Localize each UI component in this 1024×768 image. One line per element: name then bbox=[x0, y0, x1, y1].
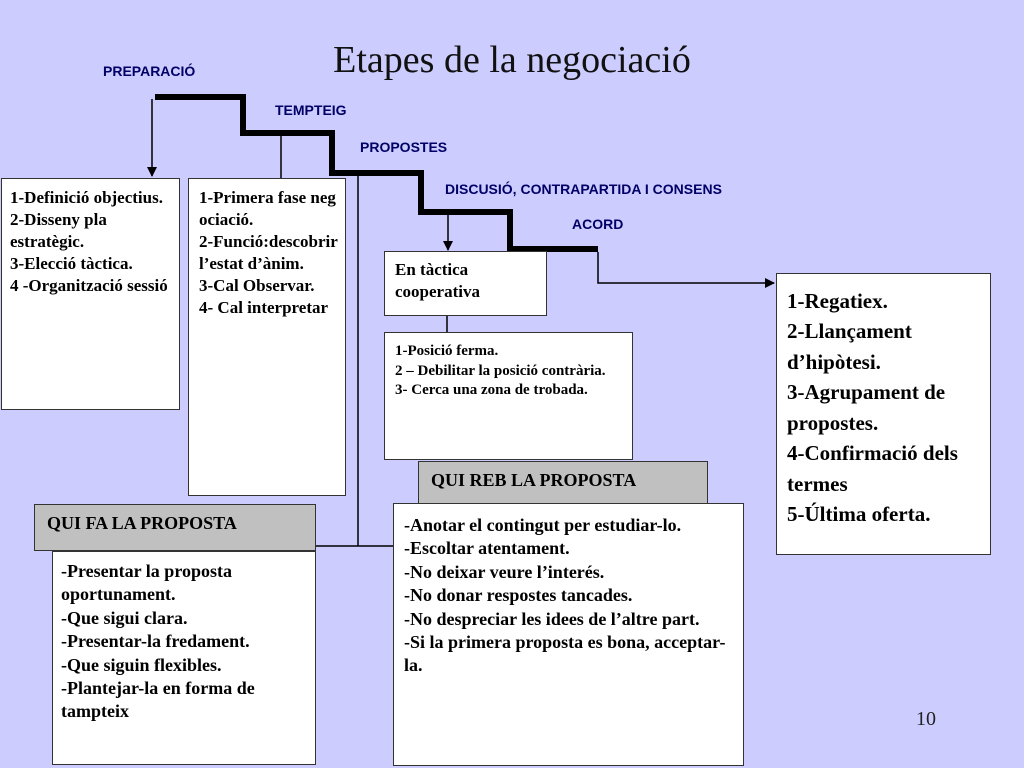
arrow-acord bbox=[597, 252, 775, 288]
qui-reb-header: QUI REB LA PROPOSTA bbox=[418, 461, 708, 505]
qui-fa-item: -Presentar-la fredament. bbox=[61, 631, 250, 652]
qui-reb-item: -No donar respostes tancades. bbox=[404, 585, 633, 606]
qui-fa-item: -Que sigui clara. bbox=[61, 607, 188, 628]
qui-reb-item: -Si la primera proposta es bona, accepta… bbox=[404, 631, 726, 676]
acord-box: 1-Regatiex. 2-Llançament d’hipòtesi. 3-A… bbox=[776, 273, 991, 555]
qui-fa-item: -Presentar la proposta oportunament. bbox=[61, 561, 232, 605]
tempteig-item: 1-Primera fase negociació. bbox=[199, 188, 336, 230]
stage-label-discusio: DISCUSIÓ, CONTRAPARTIDA I CONSENS bbox=[445, 181, 722, 197]
qui-reb-item: -No despreciar les idees de l’altre part… bbox=[404, 608, 700, 629]
tactica-box: En tàctica cooperativa bbox=[384, 251, 547, 316]
preparacio-box: 1-Definició objectius. 2-Disseny pla est… bbox=[1, 178, 180, 410]
acord-item: 5-Última oferta. bbox=[787, 502, 931, 527]
stage-label-propostes: PROPOSTES bbox=[360, 139, 448, 155]
acord-item: 2-Llançament d’hipòtesi. bbox=[787, 319, 912, 374]
preparacio-item: 4 -Organització sessió bbox=[10, 276, 168, 296]
tempteig-box: 1-Primera fase negociació. 2-Funció:desc… bbox=[188, 178, 346, 496]
stage-label-tempteig: TEMPTEIG bbox=[275, 102, 347, 118]
tactica-text: En tàctica cooperativa bbox=[395, 260, 480, 302]
qui-reb-box: -Anotar el contingut per estudiar-lo. -E… bbox=[393, 503, 744, 766]
acord-item: 4-Confirmació dels termes bbox=[787, 441, 958, 496]
acord-item: 1-Regatiex. bbox=[787, 289, 888, 313]
preparacio-item: 2-Disseny pla estratègic. bbox=[10, 210, 107, 252]
preparacio-item: 3-Elecció tàctica. bbox=[10, 254, 133, 274]
acord-item: 3-Agrupament de propostes. bbox=[787, 380, 946, 435]
qui-fa-item: -Que siguin flexibles. bbox=[61, 654, 222, 675]
qui-reb-item: -No deixar veure l’interés. bbox=[404, 561, 605, 582]
propostes-item: 1-Posició ferma. bbox=[395, 343, 499, 359]
preparacio-item: 1-Definició objectius. bbox=[10, 188, 163, 207]
qui-fa-header: QUI FA LA PROPOSTA bbox=[34, 504, 316, 551]
tempteig-item: 3-Cal Observar. bbox=[199, 276, 315, 296]
tempteig-item: 4- Cal interpretar bbox=[199, 298, 329, 318]
propostes-box: 1-Posició ferma. 2 – Debilitar la posici… bbox=[384, 332, 633, 460]
page-number: 10 bbox=[916, 708, 936, 730]
slide-title: Etapes de la negociació bbox=[333, 39, 691, 81]
qui-reb-item: -Anotar el contingut per estudiar-lo. bbox=[404, 515, 682, 535]
qui-fa-box: -Presentar la proposta oportunament. -Qu… bbox=[52, 551, 316, 765]
qui-fa-item: -Plantejar-la en forma de tampteix bbox=[61, 677, 255, 722]
stage-label-preparacio: PREPARACIÓ bbox=[103, 63, 196, 79]
tempteig-item: 2-Funció:descobrir l’estat d’ànim. bbox=[199, 232, 338, 274]
propostes-item: 2 – Debilitar la posició contrària. bbox=[395, 362, 606, 379]
propostes-item: 3- Cerca una zona de trobada. bbox=[395, 382, 588, 398]
stage-staircase bbox=[155, 94, 598, 252]
stage-label-acord: ACORD bbox=[572, 216, 624, 232]
qui-reb-item: -Escoltar atentament. bbox=[404, 538, 570, 559]
